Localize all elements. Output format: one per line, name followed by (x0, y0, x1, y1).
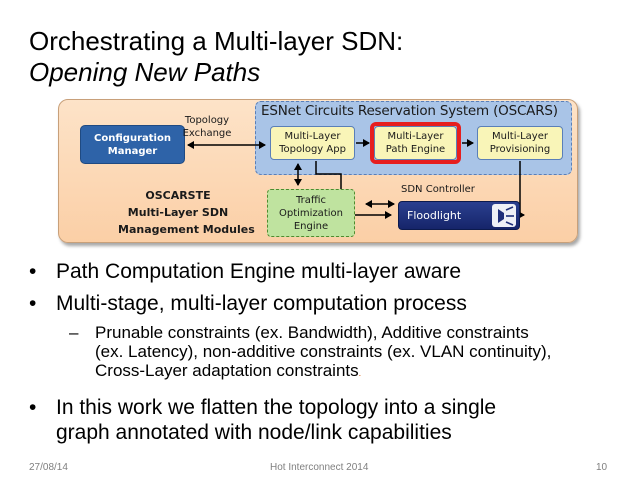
oscars-title: ESNet Circuits Reservation System (OSCAR… (261, 103, 558, 119)
title-line-1: Orchestrating a Multi-layer SDN: (29, 26, 404, 56)
slide-title: Orchestrating a Multi-layer SDN: Opening… (29, 26, 403, 88)
footer-date: 27/08/14 (29, 462, 68, 473)
path-engine-highlight (370, 122, 461, 164)
topo-floodlight-arrow (315, 161, 392, 219)
footer-event: Hot Interconnect 2014 (270, 462, 369, 473)
sdn-controller-label: SDN Controller (401, 184, 475, 195)
floodlight-box: Floodlight (398, 201, 520, 230)
diagram-links (187, 139, 525, 219)
floodlight-lamp-icon (492, 204, 516, 227)
title-line-2: Opening New Paths (29, 57, 261, 87)
provisioning-floodlight-arrow (518, 161, 525, 219)
architecture-diagram: ESNet Circuits Reservation System (OSCAR… (58, 99, 578, 243)
floodlight-label: Floodlight (407, 209, 462, 222)
topology-exchange-label: Topology Exchange (182, 115, 232, 139)
oscarste-modules-label: OSCARSTE Multi-Layer SDN Management Modu… (118, 189, 255, 236)
footer-page-number: 10 (596, 462, 608, 473)
